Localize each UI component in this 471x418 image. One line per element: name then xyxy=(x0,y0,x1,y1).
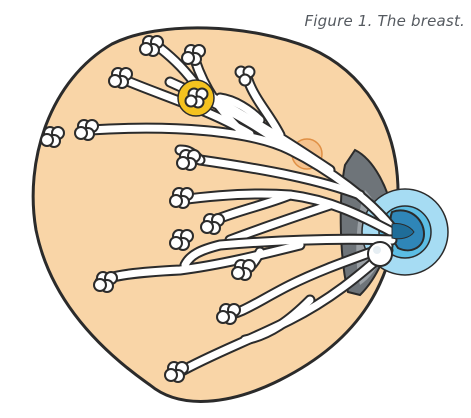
cyst-white xyxy=(368,242,392,266)
cyst-shine xyxy=(373,246,381,254)
